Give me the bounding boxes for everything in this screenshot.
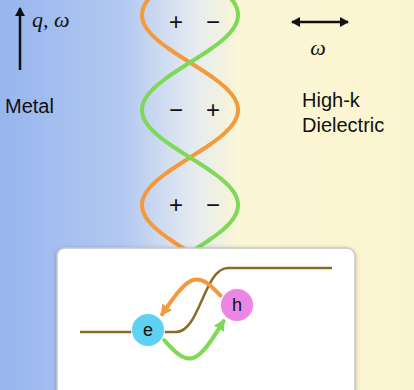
frequency-label: ω <box>310 34 326 62</box>
wavevector-label: q, ω <box>32 7 70 32</box>
inset-panel <box>57 248 355 390</box>
wavevector-label: q, ω <box>32 6 70 34</box>
node-text: h <box>232 295 242 316</box>
wavevector-arrow <box>19 8 22 70</box>
excitation-arrow <box>164 321 223 358</box>
charge-sign: + <box>169 191 183 218</box>
charge-sign: + <box>206 96 220 123</box>
region-label: High-k Dielectric <box>302 88 402 138</box>
region-label: Metal <box>5 94 54 119</box>
charge-sign: − <box>206 8 220 35</box>
charge-sign: + <box>169 190 183 220</box>
green-wave <box>142 0 238 261</box>
charge-sign: − <box>206 191 220 218</box>
electron-circle: e <box>131 313 165 347</box>
oscillation-arrow <box>292 21 348 24</box>
frequency-label: ω <box>310 35 326 60</box>
orange-wave <box>142 0 238 261</box>
charge-sign: + <box>169 8 183 35</box>
recombination-arrow <box>162 279 220 314</box>
node-text: e <box>143 320 153 341</box>
charge-sign: − <box>169 95 183 125</box>
region-label: Metal <box>5 95 54 117</box>
region-label: High-k Dielectric <box>302 89 384 136</box>
charge-sign: − <box>169 96 183 123</box>
charge-sign: − <box>206 7 220 37</box>
charge-sign: + <box>206 95 220 125</box>
band-step <box>80 268 332 332</box>
charge-sign: − <box>206 190 220 220</box>
charge-sign: + <box>169 7 183 37</box>
hole-circle: h <box>220 288 254 322</box>
